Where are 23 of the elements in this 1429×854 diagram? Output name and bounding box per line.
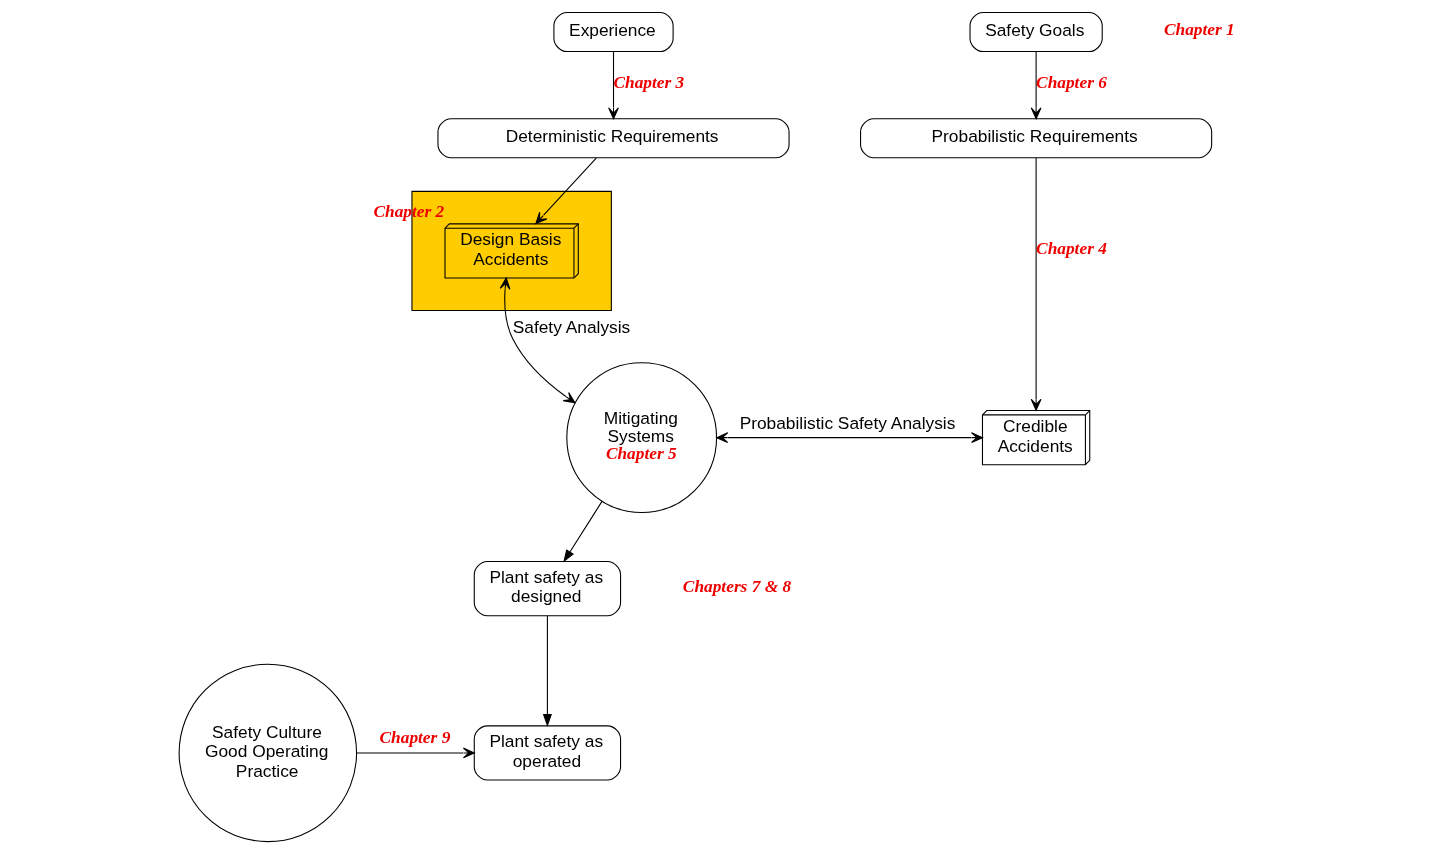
edge-label: Chapter 3 — [613, 73, 684, 93]
arrow — [534, 157, 597, 225]
arrow — [562, 500, 602, 563]
label: Chapter 1 — [1163, 20, 1235, 40]
arrow — [499, 277, 575, 404]
edge-label: Chapter 9 — [379, 727, 450, 747]
node-box: Safety Goals — [968, 12, 1103, 53]
arrow — [715, 432, 983, 444]
node-box: Plant safety as designed — [473, 560, 621, 617]
node-box: Probabilistic Requirements — [859, 118, 1212, 159]
node-box: Experience — [552, 12, 674, 53]
arrow — [1030, 51, 1042, 120]
node-box: Deterministic Requirements — [436, 118, 790, 159]
arrow — [355, 747, 475, 759]
node-box: Plant safety as operated — [473, 725, 621, 781]
node-circle: Mitigating Systems Chapter 5 — [565, 362, 717, 514]
arrow — [1030, 157, 1042, 411]
edge-label: Safety Analysis — [512, 317, 630, 338]
arrow — [542, 615, 552, 727]
edge-label: Probabilistic Safety Analysis — [739, 412, 955, 433]
node-circle: Safety Culture Good Operating Practice — [178, 663, 357, 843]
arrow — [607, 51, 619, 120]
label: Chapters 7 & 8 — [682, 576, 791, 596]
